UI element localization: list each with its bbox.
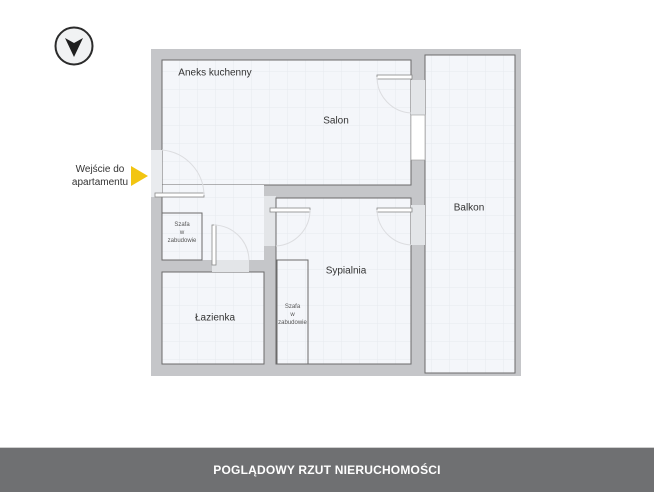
north-arrow-icon <box>54 26 94 66</box>
footer-title: POGLĄDOWY RZUT NIERUCHOMOŚCI <box>213 463 441 477</box>
room-label-kitchen: Aneks kuchenny <box>178 67 252 79</box>
room-label-bathroom: Łazienka <box>194 312 236 324</box>
entrance-label: Wejście do apartamentu <box>71 164 129 188</box>
floor-plan-drawing <box>131 49 521 376</box>
room-label-living: Salon <box>323 115 349 127</box>
floor-plan: Aneks kuchenny Salon Balkon Sypialnia Ła… <box>54 26 521 376</box>
room-label-balcony: Balkon <box>453 202 485 214</box>
room-label-bedroom: Sypialnia <box>325 265 367 277</box>
entrance-arrow-icon <box>131 166 148 186</box>
footer-banner: POGLĄDOWY RZUT NIERUCHOMOŚCI <box>0 447 654 492</box>
